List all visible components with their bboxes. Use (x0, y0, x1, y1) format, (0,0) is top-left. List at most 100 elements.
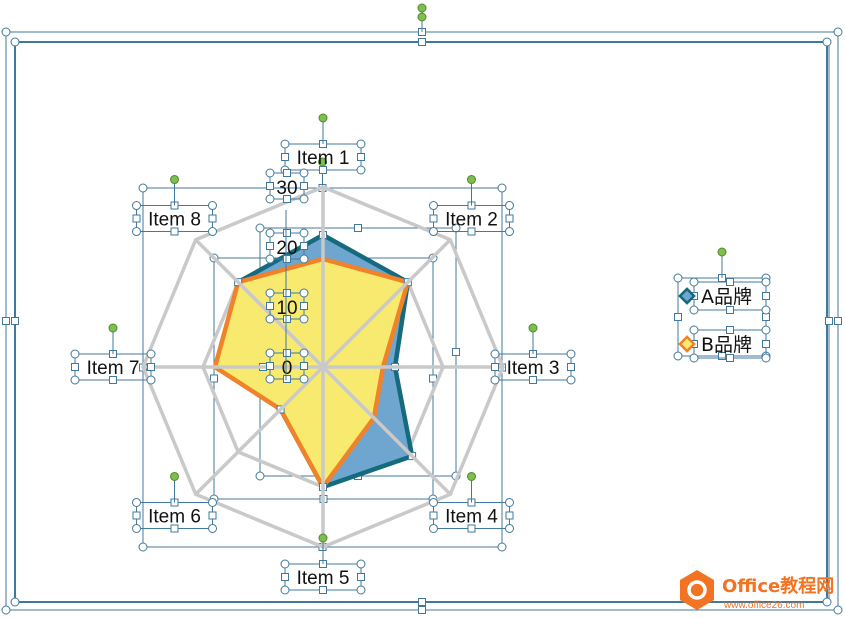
resize-handle[interactable] (428, 227, 438, 237)
resize-handle[interactable] (354, 224, 362, 232)
legend-entry[interactable]: B品牌 (678, 325, 771, 363)
resize-handle[interactable] (673, 273, 683, 283)
resize-handle[interactable] (689, 353, 699, 363)
resize-handle[interactable] (726, 354, 734, 362)
resize-handle[interactable] (319, 166, 327, 174)
resize-handle[interactable] (208, 497, 218, 507)
resize-handle[interactable] (726, 326, 734, 334)
resize-handle[interactable] (10, 37, 20, 47)
resize-handle[interactable] (132, 214, 141, 223)
resize-handle[interactable] (726, 306, 734, 314)
rotate-handle[interactable] (318, 533, 328, 543)
resize-handle[interactable] (147, 363, 155, 371)
resize-handle[interactable] (283, 289, 291, 297)
resize-handle[interactable] (491, 363, 499, 371)
resize-handle[interactable] (299, 288, 309, 298)
resize-handle[interactable] (283, 375, 291, 383)
resize-handle[interactable] (299, 228, 309, 238)
resize-handle[interactable] (255, 471, 265, 481)
resize-handle[interactable] (761, 277, 771, 287)
resize-handle[interactable] (504, 523, 514, 533)
resize-handle[interactable] (265, 288, 275, 298)
chart-area-border[interactable] (5, 31, 839, 611)
resize-handle[interactable] (265, 228, 275, 238)
resize-handle[interactable] (319, 586, 327, 594)
category-label[interactable]: Item 7 (70, 323, 156, 385)
resize-handle[interactable] (281, 573, 289, 581)
resize-handle[interactable] (299, 314, 309, 324)
resize-handle[interactable] (132, 497, 142, 507)
resize-handle[interactable] (529, 376, 537, 384)
resize-handle[interactable] (10, 597, 20, 607)
resize-handle[interactable] (357, 573, 365, 581)
resize-handle[interactable] (70, 349, 80, 359)
resize-handle[interactable] (504, 227, 514, 237)
resize-handle[interactable] (418, 38, 426, 46)
category-label[interactable]: Item 3 (490, 323, 576, 385)
resize-handle[interactable] (356, 559, 366, 569)
rotate-handle[interactable] (170, 471, 180, 481)
resize-handle[interactable] (299, 348, 309, 358)
resize-handle[interactable] (266, 242, 274, 250)
resize-handle[interactable] (762, 340, 770, 348)
resize-handle[interactable] (265, 374, 275, 384)
resize-handle[interactable] (418, 606, 426, 614)
resize-handle[interactable] (429, 214, 438, 223)
resize-handle[interactable] (265, 254, 275, 264)
resize-handle[interactable] (283, 349, 291, 357)
resize-handle[interactable] (300, 302, 308, 310)
resize-handle[interactable] (299, 168, 309, 178)
resize-handle[interactable] (300, 242, 308, 250)
rotate-handle[interactable] (717, 247, 727, 257)
resize-handle[interactable] (833, 27, 843, 37)
resize-handle[interactable] (762, 313, 770, 321)
legend[interactable]: A品牌 B品牌 (673, 247, 771, 363)
legend-entry[interactable]: A品牌 (678, 277, 771, 315)
resize-handle[interactable] (356, 139, 366, 149)
resize-handle[interactable] (210, 374, 218, 383)
resize-handle[interactable] (825, 317, 833, 325)
resize-handle[interactable] (357, 153, 365, 161)
resize-handle[interactable] (674, 313, 682, 321)
resize-handle[interactable] (265, 348, 275, 358)
resize-handle[interactable] (467, 227, 476, 236)
category-label[interactable]: Item 1 (280, 113, 366, 175)
rotate-handle[interactable] (466, 175, 476, 185)
resize-handle[interactable] (280, 559, 290, 569)
radial-tick[interactable]: 20 (265, 228, 309, 264)
resize-handle[interactable] (138, 183, 148, 193)
rotate-handle[interactable] (108, 323, 118, 333)
resize-handle[interactable] (761, 353, 771, 363)
resize-handle[interactable] (208, 523, 218, 533)
resize-handle[interactable] (833, 605, 843, 615)
resize-handle[interactable] (418, 598, 426, 606)
resize-handle[interactable] (1, 27, 11, 37)
resize-handle[interactable] (266, 302, 274, 310)
resize-handle[interactable] (726, 278, 734, 286)
resize-handle[interactable] (146, 375, 156, 385)
rotate-handle[interactable] (417, 3, 427, 13)
resize-handle[interactable] (283, 169, 291, 177)
resize-handle[interactable] (834, 317, 842, 325)
rotate-handle[interactable] (170, 175, 180, 185)
resize-handle[interactable] (266, 182, 274, 190)
resize-handle[interactable] (452, 348, 460, 356)
radial-tick[interactable]: 30 (265, 168, 309, 204)
resize-handle[interactable] (673, 351, 683, 361)
resize-handle[interactable] (567, 363, 575, 371)
resize-handle[interactable] (138, 542, 148, 552)
resize-handle[interactable] (132, 201, 142, 211)
resize-handle[interactable] (2, 317, 10, 325)
resize-handle[interactable] (70, 375, 80, 385)
resize-handle[interactable] (822, 597, 832, 607)
resize-handle[interactable] (689, 277, 699, 287)
resize-handle[interactable] (299, 254, 309, 264)
resize-handle[interactable] (428, 523, 438, 533)
resize-handle[interactable] (280, 139, 290, 149)
resize-handle[interactable] (265, 314, 275, 324)
chart-area-selection[interactable] (1, 3, 843, 615)
resize-handle[interactable] (266, 362, 274, 370)
resize-handle[interactable] (283, 195, 291, 203)
rotate-handle[interactable] (417, 12, 427, 22)
resize-handle[interactable] (505, 214, 514, 223)
